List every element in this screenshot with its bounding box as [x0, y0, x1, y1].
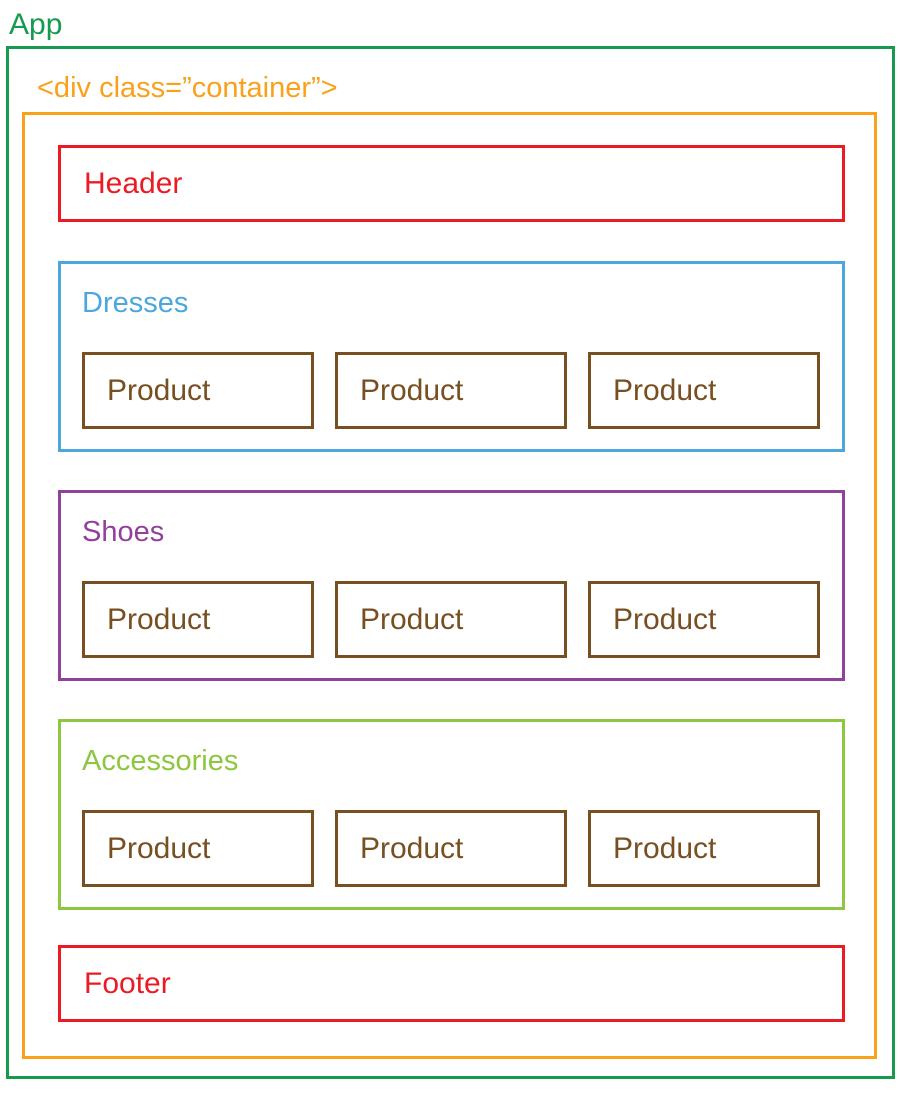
product-label: Product: [613, 373, 717, 407]
product-box: Product: [588, 352, 820, 429]
app-label: App: [9, 8, 63, 41]
product-box: Product: [82, 810, 314, 887]
section-dresses-box: Dresses Product Product Product: [58, 261, 845, 452]
product-row: Product Product Product: [82, 810, 842, 887]
product-label: Product: [360, 831, 464, 865]
product-box: Product: [82, 581, 314, 658]
container-div-label: <div class=”container”>: [37, 72, 338, 104]
product-label: Product: [360, 373, 464, 407]
header-box: Header: [58, 145, 845, 222]
product-label: Product: [360, 602, 464, 636]
header-label: Header: [84, 166, 183, 200]
product-box: Product: [335, 810, 567, 887]
product-box: Product: [588, 581, 820, 658]
product-label: Product: [107, 602, 211, 636]
footer-box: Footer: [58, 945, 845, 1022]
product-box: Product: [335, 352, 567, 429]
product-box: Product: [82, 352, 314, 429]
section-accessories-box: Accessories Product Product Product: [58, 719, 845, 910]
product-box: Product: [588, 810, 820, 887]
container-box: Header Dresses Product Product Product: [22, 112, 877, 1059]
product-label: Product: [613, 602, 717, 636]
app-component-box: <div class=”container”> Header Dresses P…: [6, 46, 895, 1079]
footer-label: Footer: [84, 966, 171, 1000]
product-label: Product: [107, 831, 211, 865]
product-label: Product: [107, 373, 211, 407]
product-row: Product Product Product: [82, 352, 842, 429]
product-box: Product: [335, 581, 567, 658]
section-shoes-label: Shoes: [82, 516, 165, 548]
product-label: Product: [613, 831, 717, 865]
product-row: Product Product Product: [82, 581, 842, 658]
section-shoes-box: Shoes Product Product Product: [58, 490, 845, 681]
section-accessories-label: Accessories: [82, 745, 239, 777]
section-dresses-label: Dresses: [82, 287, 189, 319]
